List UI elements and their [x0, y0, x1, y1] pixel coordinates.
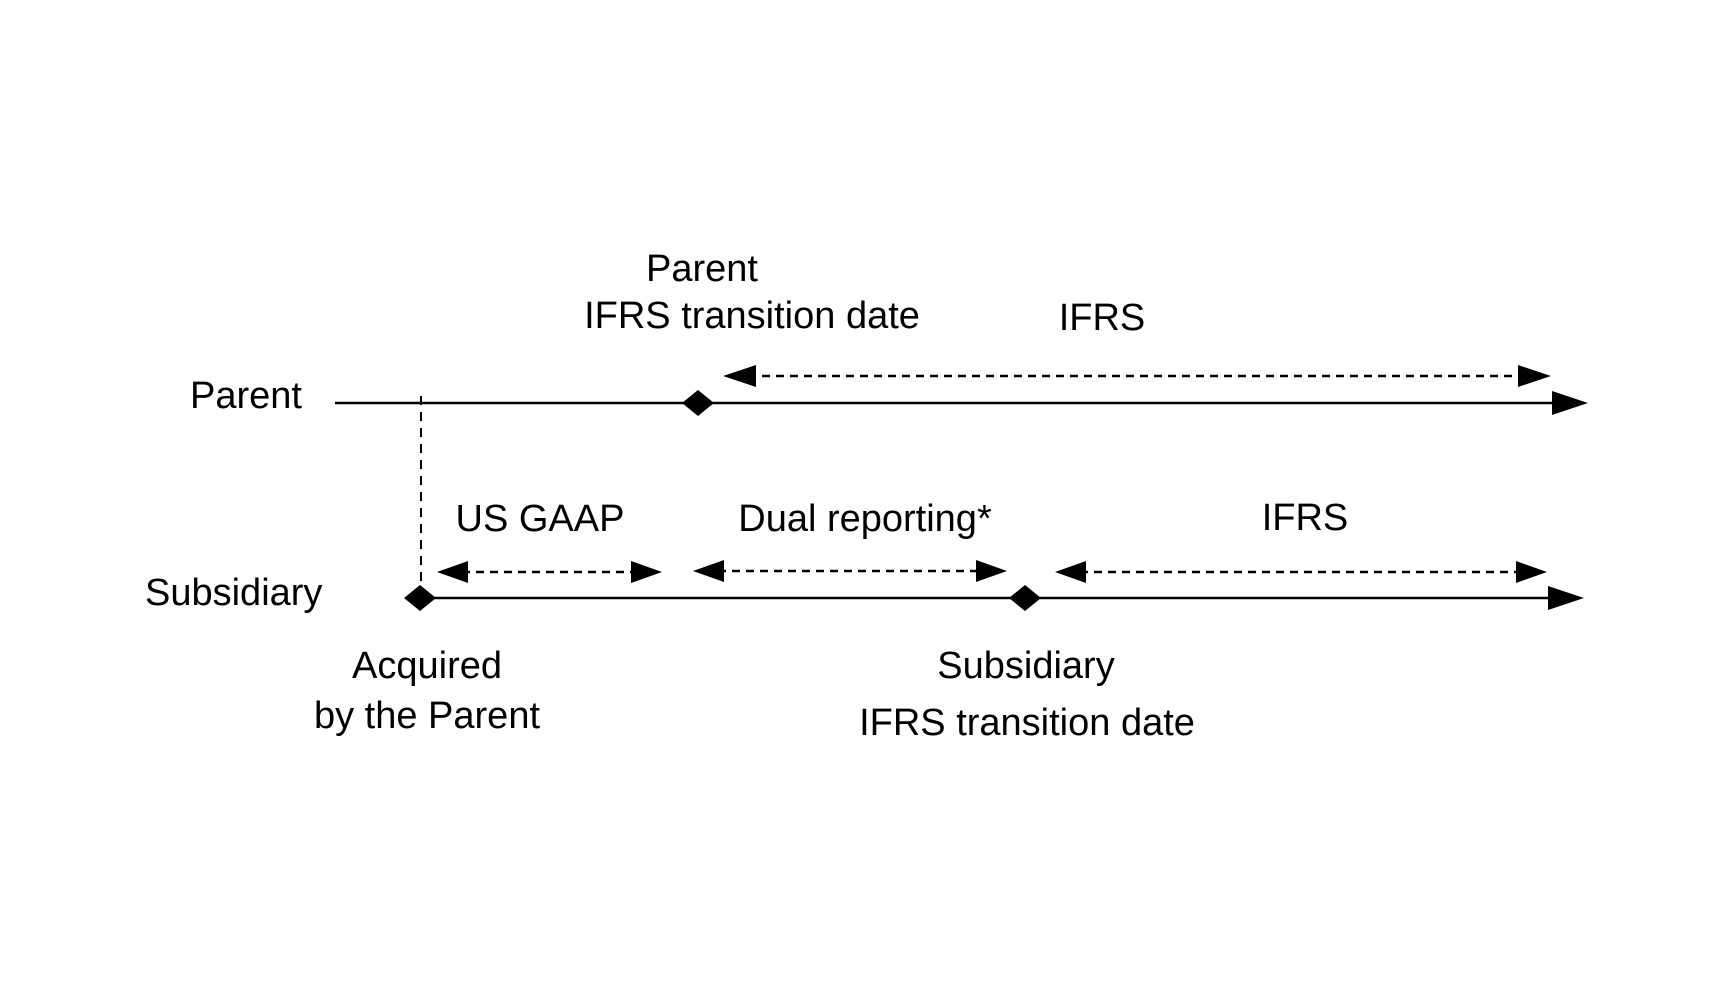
subsidiary-row-label: Subsidiary: [145, 572, 323, 614]
parent-transition-diamond-icon: [682, 390, 714, 416]
parent-timeline: [335, 390, 1588, 416]
acquired-caption-line2: by the Parent: [313, 695, 541, 737]
dual-reporting-arrow-left-head-icon: [693, 560, 724, 582]
us-gaap-period-label: US GAAP: [455, 498, 625, 540]
subsidiary-transition-diamond-icon: [1009, 585, 1041, 611]
subsidiary-ifrs-arrow-left-head-icon: [1055, 561, 1086, 583]
subsidiary-ifrs-arrow-right-head-icon: [1516, 561, 1547, 583]
subsidiary-ifrs-period-arrow: [1055, 561, 1547, 583]
dual-reporting-period-arrow: [693, 560, 1007, 582]
acquisition-diamond-icon: [404, 585, 436, 611]
subsidiary-timeline-arrowhead-icon: [1548, 586, 1584, 610]
subsidiary-ifrs-period-label: IFRS: [1261, 497, 1349, 539]
us-gaap-arrow-right-head-icon: [631, 561, 662, 583]
acquired-caption-line1: Acquired: [352, 645, 502, 687]
subsidiary-transition-caption-line2: IFRS transition date: [859, 702, 1195, 744]
us-gaap-period-arrow: [437, 561, 662, 583]
us-gaap-arrow-left-head-icon: [437, 561, 468, 583]
parent-ifrs-period-label: IFRS: [1058, 297, 1146, 339]
parent-row-label: Parent: [190, 375, 302, 417]
parent-timeline-arrowhead-icon: [1552, 391, 1588, 415]
dual-reporting-period-label: Dual reporting*: [738, 498, 992, 540]
parent-transition-caption-line2: IFRS transition date: [584, 295, 920, 337]
parent-transition-caption-line1: Parent: [646, 248, 758, 290]
dual-reporting-arrow-right-head-icon: [976, 560, 1007, 582]
parent-ifrs-arrow-left-head-icon: [723, 365, 756, 387]
subsidiary-timeline: [404, 585, 1584, 611]
subsidiary-transition-caption-line1: Subsidiary: [937, 645, 1115, 687]
parent-ifrs-arrow-right-head-icon: [1518, 365, 1551, 387]
parent-ifrs-period-arrow: [723, 365, 1551, 387]
